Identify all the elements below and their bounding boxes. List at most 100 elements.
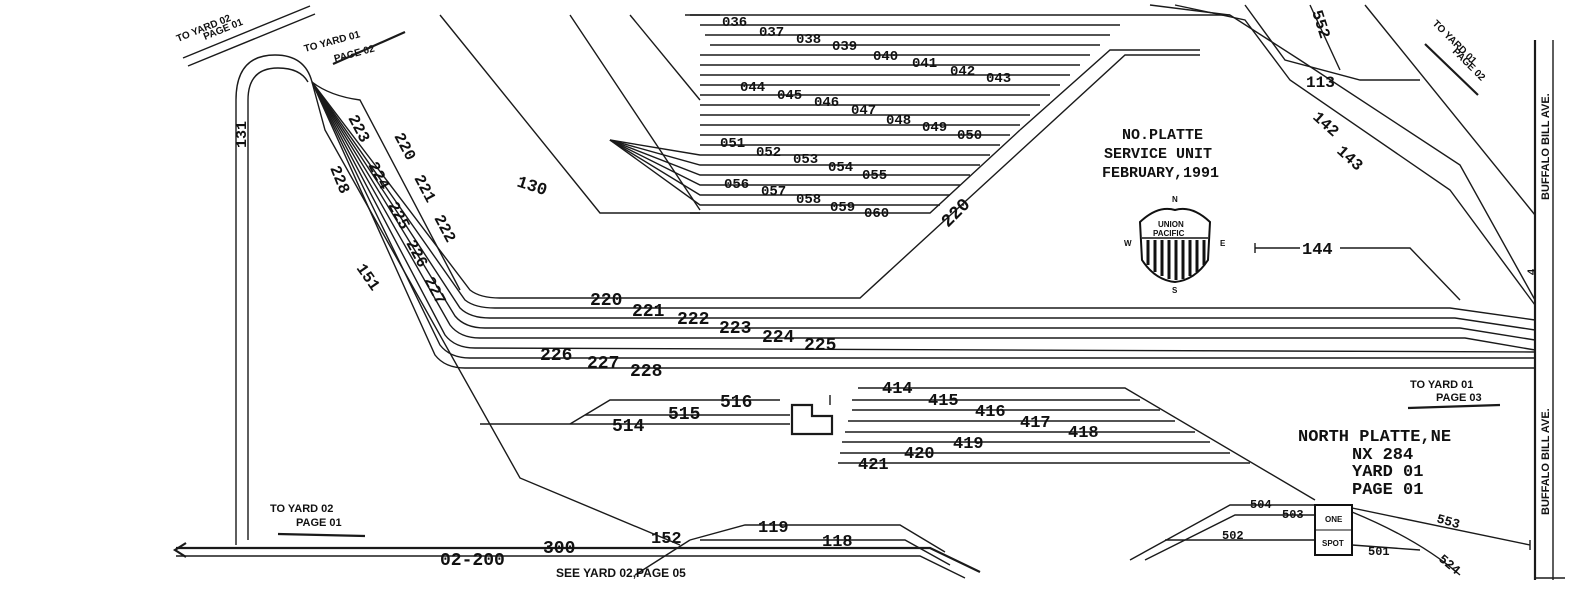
xref-bottom-line1: TO YARD 02	[270, 503, 333, 515]
location-line1: NORTH PLATTE,NE	[1298, 428, 1451, 447]
label-041: 041	[912, 56, 937, 72]
label-051: 051	[720, 136, 745, 152]
yard02-lead-line-a	[182, 5, 311, 59]
label-228-diag: 228	[325, 163, 352, 196]
label-415: 415	[928, 392, 959, 411]
track-02-200-lower	[176, 555, 966, 579]
label-142: 142	[1309, 108, 1342, 141]
label-225-row: 225	[804, 336, 836, 356]
track-220	[311, 54, 1200, 299]
row-060	[690, 129, 1021, 214]
xref-right-line2: PAGE 03	[1436, 392, 1482, 404]
label-226-diag: 226	[402, 237, 431, 271]
xref-right-arrow	[1407, 403, 1501, 410]
track-143	[1174, 4, 1536, 306]
track-227-228	[311, 81, 1535, 369]
xref-yard01-arrow	[332, 30, 406, 66]
label-048: 048	[886, 113, 911, 129]
label-419: 419	[953, 435, 984, 454]
label-058: 058	[796, 192, 821, 208]
label-220-row: 220	[590, 291, 622, 311]
track-553	[1351, 507, 1531, 546]
label-228-row: 228	[630, 362, 662, 382]
label-046: 046	[814, 95, 839, 111]
label-417: 417	[1020, 414, 1051, 433]
label-039: 039	[832, 39, 857, 55]
xref-bottom-line2: PAGE 01	[296, 517, 342, 529]
street-name-bottom: BUFFALO BILL AVE.	[1540, 408, 1552, 515]
track-fan-upper	[311, 81, 461, 291]
compass-s: S	[1172, 286, 1178, 295]
track-503	[1144, 514, 1315, 561]
track-224	[311, 81, 1536, 351]
track-118	[700, 539, 951, 566]
yard02-lead-line-b	[187, 13, 316, 67]
see-yard02-ref: SEE YARD 02,PAGE 05	[556, 566, 686, 580]
label-045: 045	[777, 88, 802, 104]
label-02-200: 02-200	[440, 551, 505, 571]
track-414	[858, 387, 1316, 501]
label-504: 504	[1250, 498, 1272, 512]
track-225	[311, 81, 1536, 353]
label-502: 502	[1222, 529, 1244, 543]
compass-w: W	[1124, 239, 1132, 248]
title-line2: SERVICE UNIT	[1104, 146, 1212, 163]
label-053: 053	[793, 152, 818, 168]
west-end-arrow	[172, 542, 187, 558]
label-420: 420	[904, 445, 935, 464]
label-503: 503	[1282, 508, 1304, 522]
track-119	[689, 524, 946, 553]
label-553: 553	[1435, 511, 1462, 532]
label-227-diag: 227	[420, 274, 449, 308]
label-418: 418	[1068, 424, 1099, 443]
compass-union-pacific-shield: UNION PACIFIC N S W E	[1124, 195, 1226, 295]
track-504	[1129, 504, 1315, 561]
label-501: 501	[1368, 545, 1390, 559]
label-515: 515	[668, 405, 700, 425]
label-059: 059	[830, 200, 855, 216]
compass-n: N	[1172, 195, 1178, 204]
label-514: 514	[612, 417, 645, 437]
label-227-row: 227	[587, 354, 619, 374]
fan-lead-b	[629, 14, 701, 101]
row-054	[609, 139, 960, 186]
row-051	[609, 139, 990, 156]
fan-east-lead	[1019, 49, 1200, 131]
label-421: 421	[858, 456, 889, 475]
row-053	[609, 139, 970, 176]
label-118: 118	[822, 533, 853, 552]
track-501	[1351, 544, 1421, 551]
fan-lead-a	[569, 14, 701, 211]
location-line4: PAGE 01	[1352, 481, 1423, 500]
label-113: 113	[1306, 74, 1335, 92]
shield-text-pacific: PACIFIC	[1153, 229, 1185, 238]
row-052	[609, 139, 980, 166]
label-224-row: 224	[762, 328, 795, 348]
label-044: 044	[740, 80, 765, 96]
track-222	[311, 81, 1536, 331]
label-057: 057	[761, 184, 786, 200]
track-221	[311, 81, 1536, 321]
label-043: 043	[986, 71, 1011, 87]
label-050: 050	[957, 128, 982, 144]
label-144: 144	[1302, 241, 1333, 260]
location-line2: NX 284	[1352, 446, 1413, 465]
label-223-row: 223	[719, 319, 751, 339]
track-552	[1309, 4, 1341, 71]
street-number: 4	[1526, 268, 1538, 275]
label-060: 060	[864, 206, 889, 222]
street-name-top: BUFFALO BILL AVE.	[1540, 93, 1552, 200]
track-223	[311, 81, 1536, 341]
title-line3: FEBRUARY,1991	[1102, 165, 1219, 182]
label-037: 037	[759, 25, 784, 41]
track-131	[235, 54, 313, 545]
label-055: 055	[862, 168, 887, 184]
xref-right-line1: TO YARD 01	[1410, 379, 1473, 391]
label-047: 047	[851, 103, 876, 119]
upper-fan-ladders	[569, 14, 1230, 214]
title-line1: NO.PLATTE	[1122, 127, 1203, 144]
track-group-400	[838, 387, 1316, 501]
label-414: 414	[882, 380, 913, 399]
label-552: 552	[1307, 8, 1333, 41]
